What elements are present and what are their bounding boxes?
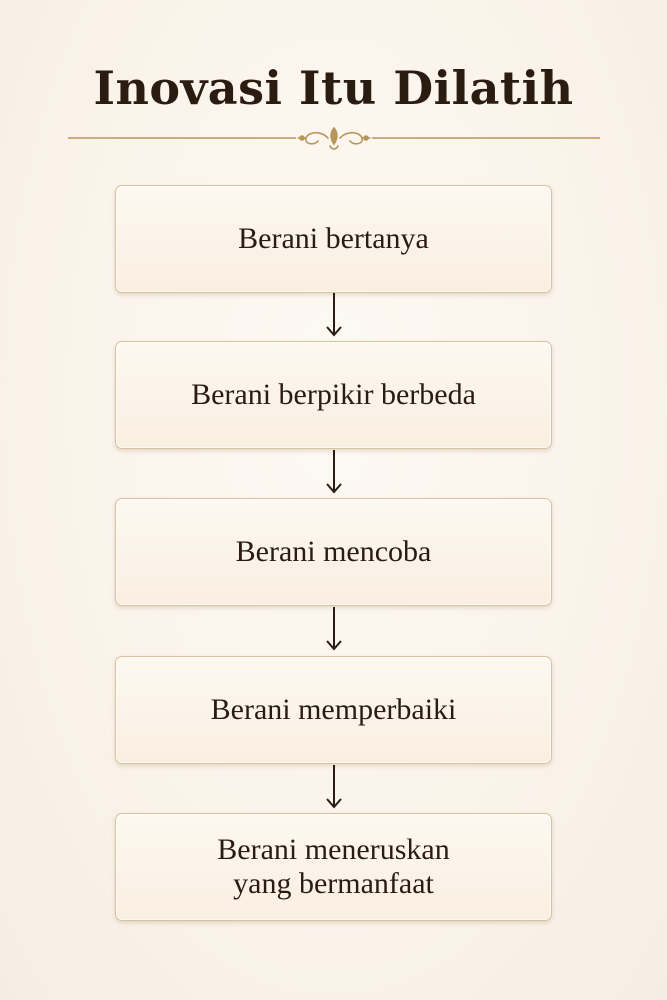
step-box-1: Berani bertanya (115, 185, 552, 293)
step-label-4: Berani memperbaiki (210, 693, 457, 726)
step-label-1: Berani bertanya (238, 222, 429, 255)
arrow-down-icon (326, 450, 342, 494)
ornamental-divider (68, 126, 600, 150)
fleur-ornament-icon (297, 126, 371, 150)
step-label-3: Berani mencoba (235, 535, 432, 568)
step-box-2: Berani berpikir berbeda (115, 341, 552, 449)
arrow-down-icon (326, 293, 342, 337)
step-box-3: Berani mencoba (115, 498, 552, 606)
step-box-4: Berani memperbaiki (115, 656, 552, 764)
arrow-down-icon (326, 765, 342, 809)
page-title: Inovasi Itu Dilatih (93, 61, 574, 115)
step-box-5: Berani meneruskan yang bermanfaat (115, 813, 552, 921)
step-label-2: Berani berpikir berbeda (191, 378, 476, 411)
arrow-down-icon (326, 607, 342, 651)
step-label-5: Berani meneruskan yang bermanfaat (217, 833, 450, 900)
